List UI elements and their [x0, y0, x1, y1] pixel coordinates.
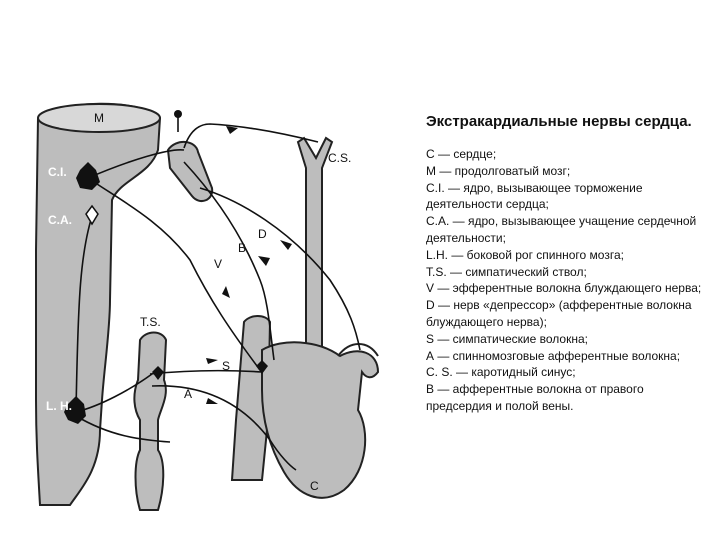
legend-item: V — эфферентные волокна блуждающего нерв…: [426, 281, 702, 296]
label-right-atrium-fibers: B: [238, 241, 246, 255]
label-vagus: V: [214, 257, 222, 271]
legend-title: Экстракардиальные нервы сердца.: [426, 113, 692, 130]
legend-item: C.I. — ядро, вызывающее торможение деяте…: [426, 180, 643, 212]
legend-item: T.S. — симпатический ствол;: [426, 264, 587, 279]
legend-item: D — нерв «депрессор» (афферентные волокн…: [426, 298, 692, 329]
upper-ganglion: [166, 141, 214, 203]
legend-item: S — симпатические волокна;: [426, 331, 588, 346]
legend-item: В — афферентные волокна от правого предс…: [426, 382, 644, 413]
label-carotid-sinus: C.S.: [328, 151, 351, 165]
direction-arrows: [206, 126, 292, 404]
label-inhibit-nucleus: C.I.: [48, 165, 67, 179]
label-sympathetic-fibers: S: [222, 359, 230, 373]
label-depressor: D: [258, 227, 267, 241]
carotid-artery: [296, 136, 334, 351]
neuron-markers: [64, 110, 268, 424]
legend-item: А — спинномозговые афферентные волокна;: [426, 348, 681, 363]
legend-item: С.А. — ядро, вызывающее учащение сердечн…: [426, 214, 697, 245]
legend-list: С — сердце; М — продолговатый мозг; C.I.…: [426, 146, 706, 415]
label-lateral-horn: L. H.: [46, 399, 72, 413]
label-medulla: M: [94, 111, 104, 125]
legend-item: С — сердце;: [426, 147, 497, 161]
legend-item: С. S. — каротидный синус;: [426, 365, 576, 380]
nerve-fibers: [75, 116, 361, 471]
legend-item: М — продолговатый мозг;: [426, 163, 571, 178]
label-heart: C: [310, 479, 319, 493]
label-sympathetic-trunk: T.S.: [140, 315, 161, 329]
legend-item: L.H. — боковой рог спинного мозга;: [426, 247, 624, 262]
sympathetic-trunk: [133, 331, 168, 511]
heart: [261, 341, 380, 499]
vena-cava: [230, 315, 272, 481]
label-spinal-afferent: A: [184, 387, 192, 401]
medulla-spinal-cord: [35, 102, 162, 506]
label-accel-nucleus: C.A.: [48, 213, 72, 227]
legend: Экстракардиальные нервы сердца. С — серд…: [426, 112, 706, 415]
